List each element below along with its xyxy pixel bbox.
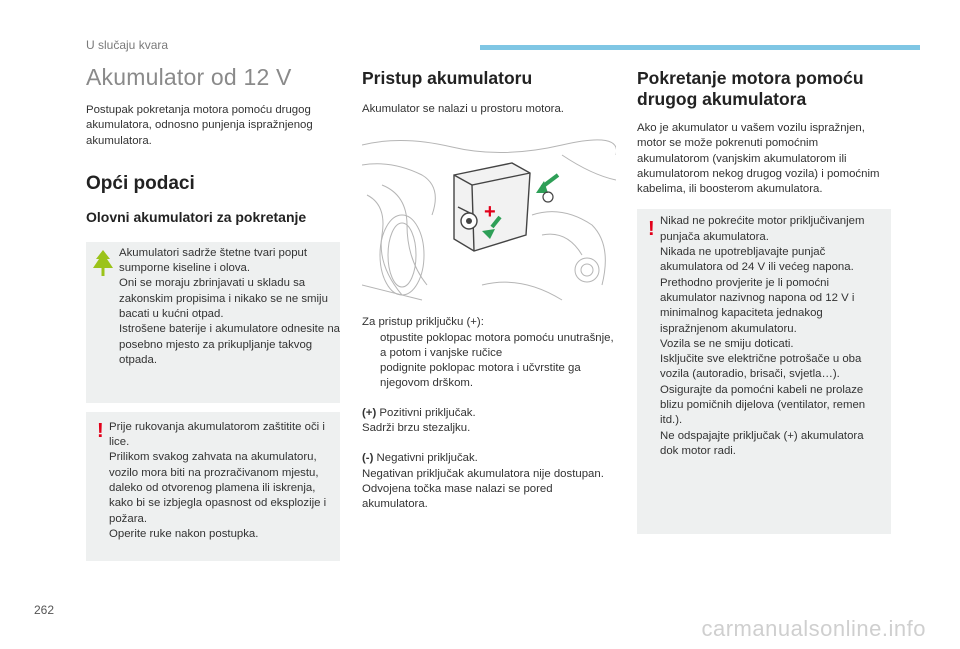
page-number: 262 <box>34 603 55 617</box>
jump-start-intro: Ako je akumulator u vašem vozilu ispražn… <box>637 122 880 196</box>
section-label: U slučaju kvara <box>86 38 169 52</box>
battery-access-heading: Pristup akumulatoru <box>362 68 533 88</box>
list-item: otpustite poklopac motora pomoću unutraš… <box>380 331 614 359</box>
plus-terminal-symbol: + <box>484 201 496 223</box>
list-item: podignite poklopac motora i učvrstite ga… <box>380 362 581 390</box>
warning-line: Ne odspajajte priključak (+) akumulatora… <box>660 429 864 457</box>
access-steps-list: otpustite poklopac motora pomoću unutraš… <box>362 331 616 392</box>
warning-icon: ! <box>97 419 104 442</box>
eco-note-line: Akumulatori sadrže štetne tvari poput su… <box>119 246 308 275</box>
warning-line: Nikada ne upotrebljavajte punjač akumula… <box>660 246 854 274</box>
column-left: Akumulator od 12 V Postupak pokretanja m… <box>86 64 340 561</box>
jump-start-warning-box: ! Nikad ne pokrećite motor priključivanj… <box>637 209 891 535</box>
column-middle: Pristup akumulatoru Akumulator se nalazi… <box>362 64 616 513</box>
warning-line: Prilikom svakog zahvata na akumulatoru, … <box>109 451 327 525</box>
warning-line: Prethodno provjerite je li pomoćni akumu… <box>660 276 855 335</box>
eco-note-box: Akumulatori sadrže štetne tvari poput su… <box>86 241 340 403</box>
general-heading: Opći podaci <box>86 172 195 194</box>
eco-note-line: Istrošene baterije i akumulatore odnesit… <box>119 323 340 366</box>
warning-box: ! Prije rukovanja akumulatorom zaštitite… <box>86 411 340 561</box>
page-title: Akumulator od 12 V <box>86 64 292 90</box>
column-right: Pokretanje motora pomoću drugog akumulat… <box>637 64 891 535</box>
watermark: carmanualsonline.info <box>701 616 926 641</box>
positive-terminal-text: (+) Pozitivni priključak. Sadrži brzu st… <box>362 406 476 435</box>
warning-line: Prije rukovanja akumulatorom zaštitite o… <box>109 420 325 449</box>
warning-line: Nikad ne pokrećite motor priključivanjem… <box>660 215 865 243</box>
warning-line: Isključite sve električne potrošače u ob… <box>660 353 862 381</box>
battery-location-text: Akumulator se nalazi u prostoru motora. <box>362 103 564 115</box>
eco-note-line: Oni se moraju zbrinjavati u skladu sa za… <box>119 277 328 321</box>
header-accent-bar <box>480 45 920 50</box>
warning-line: Osigurajte da pomoćni kabeli ne prolaze … <box>660 383 866 427</box>
lead-battery-subheading: Olovni akumulatori za pokretanje <box>86 208 307 225</box>
warning-line: Vozila se ne smiju doticati. <box>660 337 794 350</box>
eco-tree-icon <box>93 249 113 276</box>
intro-text: Postupak pokretanja motora pomoću drugog… <box>86 104 313 147</box>
negative-terminal-text: (-) Negativni priključak. Negativan prik… <box>362 452 604 511</box>
access-intro: Za pristup priključku (+): <box>362 316 484 329</box>
warning-line: Operite ruke nakon postupka. <box>109 527 259 540</box>
jump-start-heading: Pokretanje motora pomoću drugog akumulat… <box>637 68 864 109</box>
warning-icon: ! <box>648 218 655 241</box>
engine-bay-illustration: + <box>362 135 616 306</box>
